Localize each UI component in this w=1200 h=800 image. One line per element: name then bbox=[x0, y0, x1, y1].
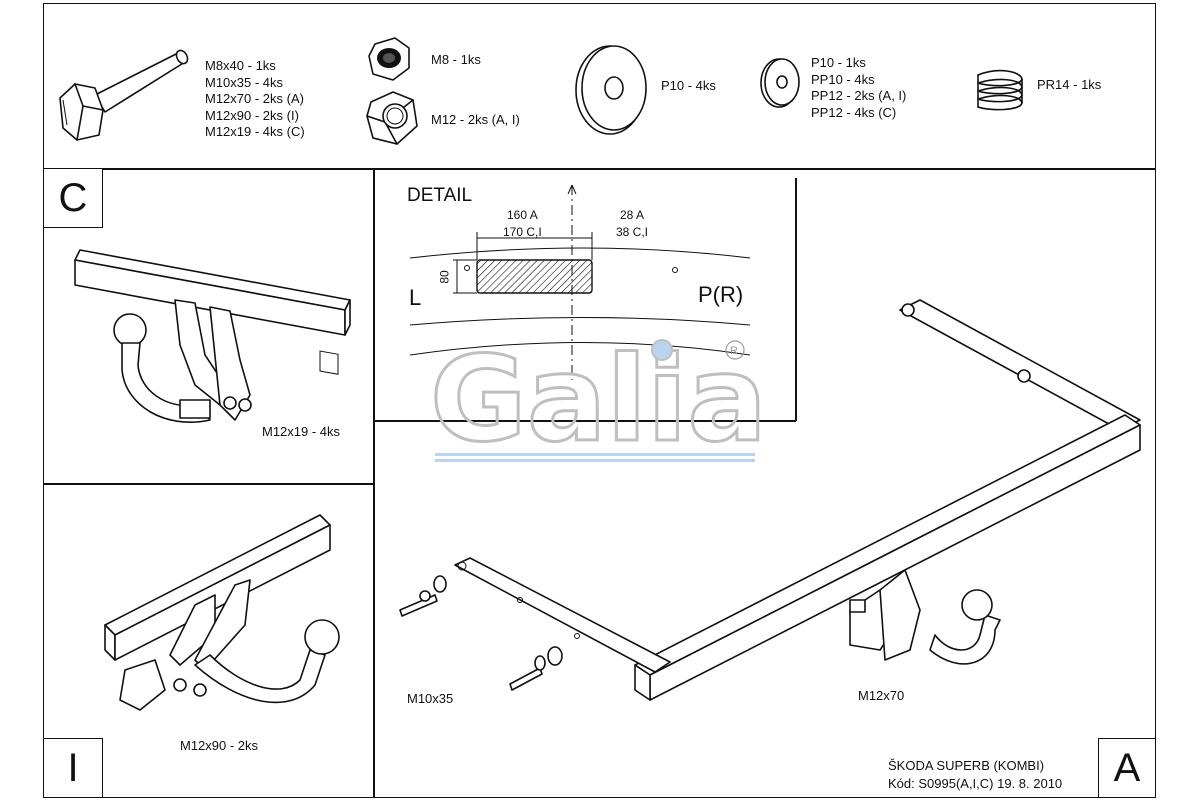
panel-a-callout-bolt: M10x35 bbox=[407, 691, 454, 706]
svg-text:Galia: Galia bbox=[430, 330, 767, 468]
washers-list: P10 - 1ks PP10 - 4ks PP12 - 2ks (A, I) P… bbox=[811, 55, 907, 120]
panel-i-callout: M12x90 - 2ks bbox=[180, 738, 259, 753]
detail-right-label: P(R) bbox=[698, 282, 744, 307]
spring-washer-label: PR14 - 1ks bbox=[1037, 77, 1102, 92]
towbar-i-illustration bbox=[104, 514, 340, 711]
panel-a-letter: A bbox=[1098, 738, 1156, 798]
detail-title: DETAIL bbox=[407, 185, 473, 206]
detail-box-right bbox=[795, 178, 797, 421]
detail-dim-left-ci: 170 C,I bbox=[503, 225, 542, 239]
nut-m8-label: M8 - 1ks bbox=[431, 52, 481, 67]
panel-c-letter: C bbox=[43, 168, 103, 228]
towbar-a-illustration bbox=[399, 299, 1141, 701]
detail-dim-left-a: 160 A bbox=[507, 208, 538, 222]
detail-drawing bbox=[409, 184, 751, 380]
bolt-icon bbox=[59, 49, 189, 141]
svg-text:R: R bbox=[730, 345, 738, 357]
panel-c-callout: M12x19 - 4ks bbox=[262, 424, 341, 439]
footer-model: ŠKODA SUPERB (KOMBI) bbox=[888, 758, 1045, 773]
washer-large-label: P10 - 4ks bbox=[661, 78, 716, 93]
towbar-c-illustration bbox=[74, 249, 351, 423]
nut-m12-label: M12 - 2ks (A, I) bbox=[431, 112, 520, 127]
nut-m12-icon bbox=[366, 91, 418, 145]
drawing-sheet bbox=[43, 3, 1156, 798]
spring-washer-icon bbox=[977, 69, 1023, 111]
panel-c-i-divider bbox=[43, 483, 374, 485]
detail-box-bottom bbox=[373, 420, 796, 422]
footer-code: Kód: S0995(A,I,C) 19. 8. 2010 bbox=[888, 776, 1063, 791]
detail-dim-right-a: 28 A bbox=[620, 208, 645, 222]
detail-dim-right-ci: 38 C,I bbox=[616, 225, 649, 239]
panel-i-letter: I bbox=[43, 738, 103, 798]
panel-a-callout-m12: M12x70 bbox=[858, 688, 905, 703]
nut-m8-icon bbox=[368, 37, 410, 81]
detail-dim-height: 80 bbox=[437, 270, 452, 284]
washer-large-icon bbox=[575, 45, 647, 135]
parts-row-divider bbox=[43, 168, 1156, 170]
detail-left-label: L bbox=[409, 285, 422, 310]
galia-logo-watermark: Galia R bbox=[429, 329, 769, 470]
bolts-list: M8x40 - 1ks M10x35 - 4ks M12x70 - 2ks (A… bbox=[205, 58, 305, 139]
washer-small-icon bbox=[760, 58, 800, 108]
